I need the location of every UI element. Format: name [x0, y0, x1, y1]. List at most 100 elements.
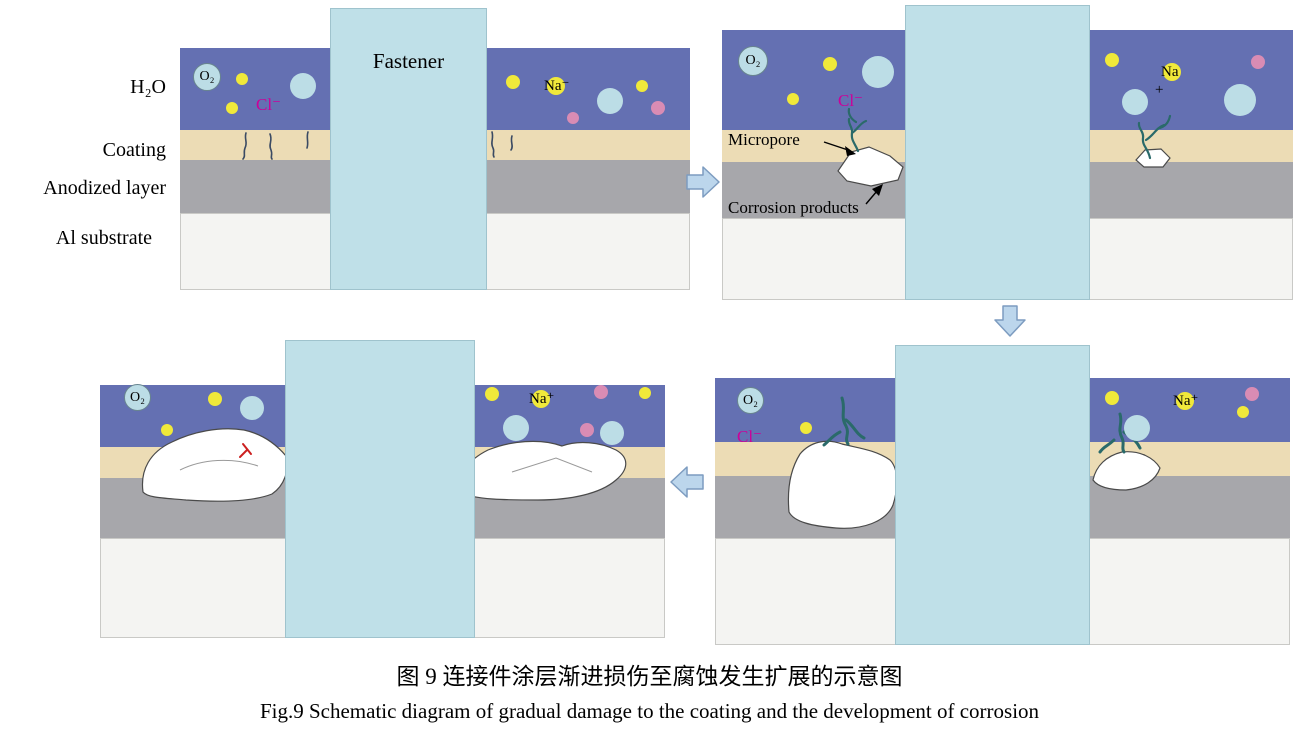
sodium-ion-dot — [208, 392, 222, 406]
coating-crack — [491, 131, 495, 158]
o2-label: O₂ — [743, 392, 758, 408]
corrosion-blob-facet — [179, 459, 259, 471]
sodium-ion-dot — [161, 424, 173, 436]
coating-crack — [269, 133, 273, 160]
fastener — [905, 5, 1090, 300]
coating-layer — [722, 130, 1293, 162]
o2-label: O₂ — [130, 389, 145, 405]
sodium-ion-dot — [226, 102, 238, 114]
o2-label: O₂ — [745, 53, 761, 68]
chloride-ion-dot — [1245, 387, 1259, 401]
gas-bubble — [862, 56, 894, 88]
water-layer — [722, 30, 1293, 130]
oxygen-molecule: O₂ — [738, 46, 768, 76]
fastener: Fastener — [330, 8, 487, 290]
arrow-stage3-to-stage4 — [670, 466, 704, 498]
gas-bubble — [600, 421, 624, 445]
sodium-ion-dot — [800, 422, 812, 434]
caption-english: Fig.9 Schematic diagram of gradual damag… — [259, 699, 1040, 723]
corrosion-crack — [840, 396, 850, 446]
sodium-ion-dot — [639, 387, 651, 399]
oxygen-molecule: O₂ — [193, 63, 221, 91]
gas-bubble — [1122, 89, 1148, 115]
coating-crack — [242, 132, 247, 160]
corrosion-crack — [822, 430, 842, 447]
micropore-crack — [847, 117, 860, 153]
micropore-crack — [850, 119, 868, 135]
layer-label-coating: Coating — [102, 139, 166, 161]
coating-layer — [180, 130, 690, 160]
chloride-label: Cl⁻ — [256, 95, 282, 114]
sodium-ion-dot — [1176, 392, 1194, 410]
micropore-crack — [1144, 123, 1166, 142]
substrate-layer — [715, 538, 1290, 645]
caption-chinese: 图 9 连接件涂层渐进损伤至腐蚀发生扩展的示意图 — [396, 664, 903, 689]
micropore-crack — [847, 107, 858, 124]
sodium-label: Na⁺ — [529, 391, 555, 407]
anodized-layer — [100, 478, 665, 538]
chloride-ion-dot — [594, 385, 608, 399]
layer-label-substrate: Al substrate — [55, 227, 152, 249]
corrosion-annotation-arrow — [865, 190, 878, 205]
oxygen-molecule: O₂ — [737, 387, 764, 414]
arrow-stage2-to-stage3 — [994, 305, 1026, 337]
layer-label-anodized: Anodized layer — [43, 177, 166, 199]
layer-label-h2o: H₂O — [130, 76, 166, 98]
sodium-ion-dot — [532, 390, 550, 408]
gas-bubble — [290, 73, 316, 99]
corrosion-crack — [1118, 412, 1126, 454]
gas-bubble — [1124, 415, 1150, 441]
coating-layer — [715, 442, 1290, 476]
micropore-crack — [1158, 114, 1172, 130]
corrosion-product-blob — [1135, 148, 1171, 168]
sodium-label: Na⁻ — [544, 78, 570, 94]
micropore-crack — [1137, 121, 1152, 160]
corrosion-crack — [1098, 438, 1116, 454]
corrosion-product-blob — [837, 146, 904, 187]
sodium-ion-dot — [506, 75, 520, 89]
fastener — [285, 340, 475, 638]
substrate-layer — [100, 538, 665, 638]
corrosion-product-blob — [1092, 451, 1161, 491]
water-layer — [715, 378, 1290, 442]
anodized-layer — [715, 476, 1290, 538]
oxygen-molecule: O₂ — [124, 384, 151, 411]
sodium-ion-dot — [485, 387, 499, 401]
gas-bubble — [240, 396, 264, 420]
sodium-ion-dot — [236, 73, 248, 85]
chloride-ion-dot — [1251, 55, 1265, 69]
sodium-ion-dot — [823, 57, 837, 71]
sodium-ion-dot — [547, 77, 565, 95]
anodized-layer — [722, 162, 1293, 218]
red-crack — [239, 443, 252, 458]
sodium-ion-dot — [1237, 406, 1249, 418]
sodium-ion-dot — [1105, 391, 1119, 405]
corrosion-product-blob — [141, 428, 288, 502]
corrosion-product-blob — [458, 440, 627, 501]
fastener-label: Fastener — [372, 49, 445, 73]
chloride-ion-dot — [567, 112, 579, 124]
coating-layer — [100, 447, 665, 478]
chloride-ion-dot — [651, 101, 665, 115]
corrosion-products-label: Corrosion products — [728, 198, 859, 217]
arrow-stage1-to-stage2 — [686, 166, 720, 198]
gas-bubble — [1224, 84, 1256, 116]
sodium-charge-label: + — [1155, 82, 1164, 98]
corrosion-crack — [844, 418, 866, 440]
micropore-annotation-arrow — [823, 141, 849, 151]
chloride-ion-dot — [580, 423, 594, 437]
sodium-label: Na — [1161, 64, 1179, 80]
fastener — [895, 345, 1090, 645]
sodium-ion-dot — [787, 93, 799, 105]
corrosion-blob-facet — [511, 457, 593, 473]
anodized-layer — [180, 160, 690, 213]
chloride-label: Cl⁻ — [737, 427, 763, 446]
sodium-ion-dot — [1163, 63, 1181, 81]
corrosion-product-blob — [787, 440, 898, 529]
